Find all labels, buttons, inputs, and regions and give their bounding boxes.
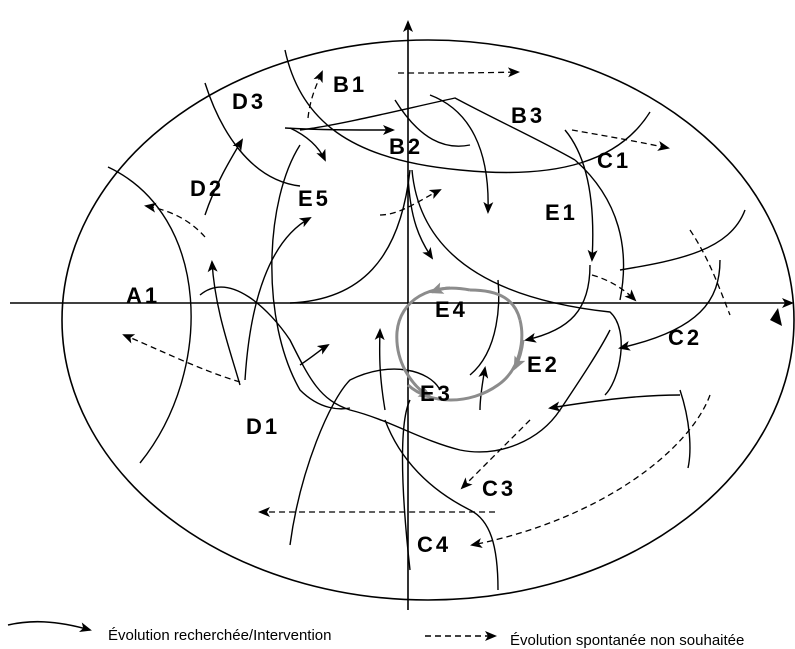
dashed-d2-to-a1	[144, 202, 206, 238]
zone-c4-label: C4	[417, 532, 451, 557]
axes	[10, 20, 794, 610]
arrow-b-to-e1	[429, 94, 494, 214]
boundary-c3	[384, 419, 499, 591]
boundary-b-arc	[394, 99, 471, 147]
arrow-b3-to-c1	[564, 129, 598, 262]
boundary-a1	[107, 166, 192, 464]
zone-labels: A1 B1 B2 B3 C1 C2 C3 C4 D1 D2 D3 E1 E2 E…	[126, 72, 702, 557]
dashed-e3-to-c3	[460, 419, 531, 490]
arrow-c3-to-e2	[478, 366, 489, 411]
zone-e5-label: E5	[298, 186, 331, 211]
zone-d2-label: D2	[190, 176, 224, 201]
zone-c2-label: C2	[668, 325, 702, 350]
outer-ellipse	[61, 39, 795, 601]
arrow-e5-to-e4	[407, 174, 434, 260]
boundary-e2	[401, 399, 411, 571]
intervention-arrows	[204, 94, 721, 412]
zone-a1-label: A1	[126, 283, 160, 308]
boundary-b-top	[284, 49, 651, 174]
central-cycle	[395, 282, 526, 402]
arrow-a1-to-d2	[207, 260, 241, 386]
arrow-d2-to-d3	[204, 138, 244, 216]
boundary-c1	[574, 159, 625, 301]
boundary-b-inner	[299, 97, 576, 161]
cycle-arrow-top	[429, 282, 451, 294]
boundary-e5-left	[271, 144, 351, 410]
boundary-c2	[619, 209, 746, 271]
zone-c1-label: C1	[597, 148, 631, 173]
arrow-c4-to-e3	[548, 394, 681, 412]
boundary-d1	[199, 286, 611, 453]
dashed-a1-to-a1	[122, 334, 241, 383]
arrow-d1-up	[299, 343, 330, 366]
legend: Évolution recherchée/Intervention Évolut…	[7, 620, 744, 649]
arrow-d3-to-e5	[289, 127, 326, 162]
zone-d1-label: D1	[246, 414, 280, 439]
dashed-b1-to-c1	[397, 67, 520, 78]
legend-dashed-label: Évolution spontanée non souhaitée	[510, 632, 744, 649]
zone-e2-label: E2	[527, 352, 560, 377]
dashed-b3-to-c1	[571, 129, 670, 151]
edge-arrow-tip	[770, 308, 782, 326]
arrow-e4-out	[469, 279, 500, 376]
zone-d3-label: D3	[232, 89, 266, 114]
boundary-e1	[411, 169, 622, 396]
legend-solid-arrow	[7, 620, 92, 633]
zone-b3-label: B3	[511, 103, 545, 128]
zone-c3-label: C3	[482, 476, 516, 501]
spontaneous-arrows	[122, 67, 731, 548]
arrow-c3-to-e4	[374, 328, 386, 411]
boundary-e5-right	[289, 169, 411, 304]
dashed-e5-to-b2	[379, 189, 442, 216]
zone-e3-label: E3	[420, 381, 453, 406]
boundary-c4	[679, 389, 691, 469]
arrow-d1-to-e5	[244, 217, 312, 381]
dashed-c2-edge	[689, 229, 731, 316]
boundary-e3	[289, 368, 441, 546]
zone-e1-label: E1	[545, 200, 578, 225]
zone-boundaries	[107, 49, 746, 591]
arrow-c2-to-e2	[618, 259, 721, 351]
dashed-e1-to-c2	[591, 274, 637, 302]
zone-b2-label: B2	[389, 134, 423, 159]
cycle-arc-3	[469, 288, 522, 321]
zone-b1-label: B1	[333, 72, 367, 97]
zone-e4-label: E4	[435, 297, 468, 322]
legend-solid-label: Évolution recherchée/Intervention	[108, 627, 331, 644]
arrow-e1-to-e2	[524, 264, 591, 343]
arrow-d3-to-b2	[284, 124, 395, 135]
dashed-c4-arc	[470, 394, 711, 548]
dashed-d3-to-b1	[307, 70, 323, 119]
cycle-arrow-right	[513, 339, 526, 371]
